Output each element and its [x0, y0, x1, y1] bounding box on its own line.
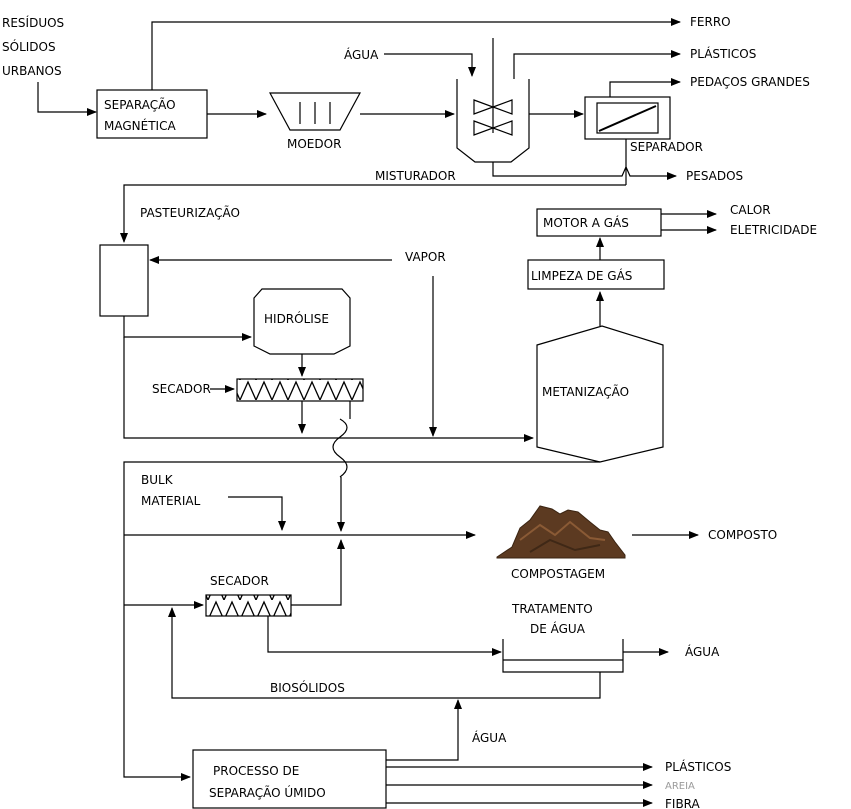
separator-shape [584, 96, 671, 140]
hydrolysis-shape [253, 288, 351, 355]
dryer-2-to-treatment-arrow [267, 616, 502, 656]
water-treatment-line-1: TRATAMENTO [511, 602, 593, 616]
input-label-line-1: RESÍDUOS [2, 15, 64, 30]
input-label-line-3: URBANOS [2, 64, 62, 78]
water-out-label: ÁGUA [685, 644, 720, 659]
water-in-label: ÁGUA [344, 47, 379, 62]
iron-label: FERRO [690, 15, 731, 29]
dryer-2-to-compost-arrow [291, 539, 345, 606]
input-label-line-2: SÓLIDOS [2, 39, 56, 54]
large-pieces-arrow [609, 78, 681, 97]
digestate-return-line [123, 461, 600, 781]
to-hydrolysis-arrow [123, 316, 252, 341]
input-arrow [37, 82, 97, 116]
sand-label: AREIA [665, 781, 695, 792]
wet-separation-line-2: SEPARAÇÃO ÚMIDO [209, 785, 326, 800]
wavy-line [332, 418, 348, 478]
magnetic-separation-box [96, 89, 208, 139]
bulk-material-arrow [228, 496, 286, 531]
plastics-top-label: PLÁSTICOS [690, 46, 756, 61]
grinder-shape [268, 92, 362, 131]
composting-label: COMPOSTAGEM [511, 567, 605, 581]
electricity-label: ELETRICIDADE [730, 223, 817, 237]
to-methanization-arrow [123, 337, 534, 442]
wet-separation-line-1: PROCESSO DE [213, 764, 299, 778]
methanization-label: METANIZAÇÃO [542, 384, 629, 399]
dryer-2-box [205, 594, 292, 617]
bulk-material-line-2: MATERIAL [141, 494, 201, 508]
iron-arrow [151, 18, 681, 90]
dryer-1-label: SECADOR [152, 382, 211, 396]
water-treatment-line-2: DE ÁGUA [530, 621, 586, 636]
plastics-top-arrow [513, 50, 681, 79]
grinder-label: MOEDOR [287, 137, 341, 151]
compost-label: COMPOSTO [708, 528, 777, 542]
bulk-material-line-1: BULK [141, 473, 174, 487]
wet-separation-box [192, 749, 387, 809]
mixer-label: MISTURADOR [375, 169, 456, 183]
dryer-1-box [236, 378, 364, 402]
biosolids-label: BIOSÓLIDOS [270, 680, 345, 695]
heavy-arrow [492, 162, 677, 180]
pasteurization-label: PASTEURIZAÇÃO [140, 205, 240, 220]
fiber-label: FIBRA [665, 797, 701, 809]
separator-label: SEPARADOR [630, 140, 703, 154]
steam-label: VAPOR [405, 250, 446, 264]
biosolids-arrow [168, 607, 601, 699]
pasteurization-box [99, 244, 149, 317]
gas-cleaning-label: LIMPEZA DE GÁS [531, 268, 632, 283]
magnetic-separation-line-1: SEPARAÇÃO [104, 97, 176, 112]
gas-cleaning-box [527, 259, 665, 290]
heat-label: CALOR [730, 203, 771, 217]
dryer-2-label: SECADOR [210, 574, 269, 588]
magnetic-separation-line-2: MAGNÉTICA [104, 118, 176, 133]
methanization-shape [536, 325, 664, 463]
water-return-arrow [386, 699, 462, 761]
compost-pile-image [496, 505, 626, 559]
water-in-arrow [384, 53, 476, 77]
large-pieces-label: PEDAÇOS GRANDES [690, 75, 810, 89]
water-treatment-tank [502, 639, 624, 673]
water-return-label: ÁGUA [472, 730, 507, 745]
mixer-tank [456, 38, 530, 163]
gas-engine-label: MOTOR A GÁS [543, 215, 629, 230]
to-pasteurization-arrow [120, 184, 626, 243]
plastics-bottom-label: PLÁSTICOS [665, 759, 731, 774]
gas-engine-box [536, 208, 662, 237]
hydrolysis-label: HIDRÓLISE [264, 311, 329, 326]
heavy-label: PESADOS [686, 169, 743, 183]
